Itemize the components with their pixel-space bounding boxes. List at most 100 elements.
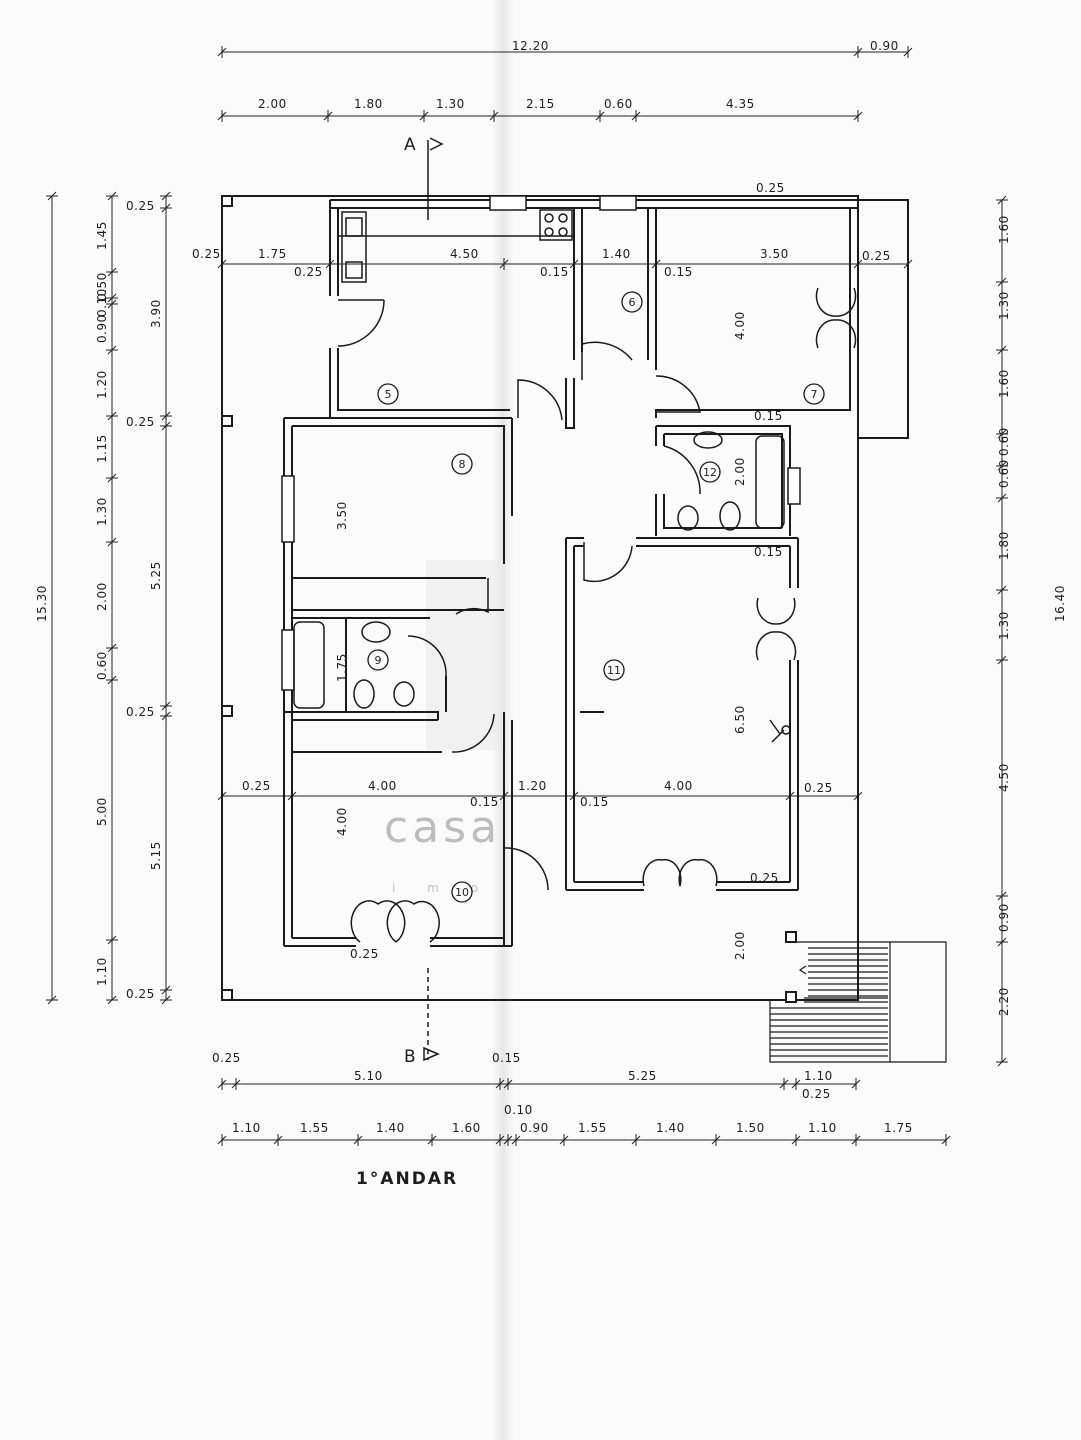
door-room-5-hall (517, 379, 563, 421)
dim-room-9-depth: 1.75 (335, 653, 349, 682)
dimension-slash (631, 1135, 641, 1145)
dimension-slash (161, 203, 171, 213)
dim-kitchen-wall: 0.25 (294, 265, 323, 279)
dim-bottom-upper-2: 5.10 (354, 1069, 383, 1083)
phone-jack (769, 719, 791, 743)
dimension-slash (499, 259, 509, 269)
room-7-walls (655, 208, 859, 434)
window-top (489, 195, 527, 211)
dim-room-7-depth: 4.00 (733, 311, 747, 340)
room-number: 7 (811, 388, 818, 401)
dim-top-seg-5: 0.60 (604, 97, 633, 111)
door-room-12 (663, 445, 701, 495)
watermark: casa i m o (384, 560, 506, 895)
toilet-room-9 (353, 679, 375, 709)
dimension-slash (47, 995, 57, 1005)
windows (281, 195, 801, 691)
right-dimension-labels: 1.601.301.600.600.601.801.304.500.902.20… (997, 215, 1067, 1016)
section-b-label: B (404, 1047, 416, 1067)
column (785, 931, 797, 943)
dim-right-wall: 0.25 (862, 249, 891, 263)
dim-room-11-wall: 0.25 (804, 781, 833, 795)
dim-right: 2.20 (997, 987, 1011, 1016)
dimension-slash (997, 461, 1007, 471)
top-wall (330, 199, 858, 209)
dim-top-seg-1: 2.00 (258, 97, 287, 111)
dimension-slash (903, 47, 913, 57)
stove (539, 209, 573, 241)
dim-top-total: 12.20 (512, 39, 549, 53)
dim-bottom-lower-3: 1.40 (376, 1121, 405, 1135)
dim-top-seg-3: 1.30 (436, 97, 465, 111)
stairs (769, 941, 947, 1063)
dim-top-extra: 0.90 (870, 39, 899, 53)
dim-room-11-width: 4.00 (664, 779, 693, 793)
dim-left-inner: 0.25 (126, 987, 155, 1001)
dim-hall-width: 1.20 (518, 779, 547, 793)
dim-right: 0.60 (997, 459, 1011, 488)
dim-bottom-lower-8: 1.40 (656, 1121, 685, 1135)
dimension-slash (851, 1135, 861, 1145)
dim-room-12-depth: 2.00 (733, 457, 747, 486)
dim-top-seg-6: 4.35 (726, 97, 755, 111)
dim-left-outer: 2.00 (95, 582, 109, 611)
columns (221, 195, 797, 1003)
dimension-slash (107, 293, 117, 303)
column (785, 991, 797, 1003)
dimension-slash (853, 111, 863, 121)
dimension-slash (503, 1135, 513, 1145)
dimension-slash (217, 1079, 227, 1089)
dim-room-11-bottom-wall: 0.25 (750, 871, 779, 885)
dim-bottom-lower-4: 1.60 (452, 1121, 481, 1135)
section-a-flag-icon (429, 137, 444, 151)
dim-bottom-lower-10: 1.10 (808, 1121, 837, 1135)
burner (558, 213, 568, 223)
dim-left-outer: 0.90 (95, 314, 109, 343)
dimension-slash (853, 47, 863, 57)
door-entrance (503, 847, 549, 891)
dim-right: 1.60 (997, 369, 1011, 398)
watermark-sub: i m o (392, 881, 492, 895)
dimension-slash (231, 1079, 241, 1089)
window-room-12 (787, 467, 801, 505)
dimension-slash (495, 1079, 505, 1089)
dim-right: 1.30 (997, 611, 1011, 640)
dim-left-outer: 0.60 (95, 651, 109, 680)
left-dimension-labels: 1.450.500.100.901.201.151.302.000.605.00… (35, 199, 163, 1001)
dim-right: 1.80 (997, 531, 1011, 560)
dim-top-wall: 0.25 (756, 181, 785, 195)
dim-bottom-lower-11: 1.75 (884, 1121, 913, 1135)
door-room-8 (455, 578, 489, 615)
dim-terrace-width: 1.75 (258, 247, 287, 261)
dim-kitchen-width: 4.50 (450, 247, 479, 261)
dim-left-outer: 1.30 (95, 497, 109, 526)
room-marker-circle (621, 291, 643, 313)
dimension-lines (46, 46, 1008, 1146)
section-a-label: A (404, 135, 416, 155)
room-9-walls (284, 617, 447, 720)
dimension-slash (107, 675, 117, 685)
dim-bottom-lower-1: 1.10 (232, 1121, 261, 1135)
sink-bowl (345, 261, 363, 279)
room-number: 9 (375, 654, 382, 667)
window-room-9 (281, 629, 295, 691)
stair-arrow-icon (798, 965, 807, 975)
door-room-5 (337, 299, 385, 347)
dim-room-12-wall: 0.15 (754, 545, 783, 559)
dim-left-outer: 5.00 (95, 797, 109, 826)
dim-left-outer: 1.10 (95, 957, 109, 986)
dim-bottom-lower-7: 1.55 (578, 1121, 607, 1135)
bathtub-room-9 (293, 621, 325, 709)
dimension-slash (503, 1079, 513, 1089)
dimension-slash (711, 1135, 721, 1145)
door-room-7 (655, 375, 701, 413)
dim-bottom-lower-9: 1.50 (736, 1121, 765, 1135)
dim-left-outer: 1.45 (95, 221, 109, 250)
dim-top-seg-2: 1.80 (354, 97, 383, 111)
dim-room-10-wall: 0.25 (242, 779, 271, 793)
dim-room-7-width: 3.50 (760, 247, 789, 261)
dimension-slash (161, 411, 171, 421)
